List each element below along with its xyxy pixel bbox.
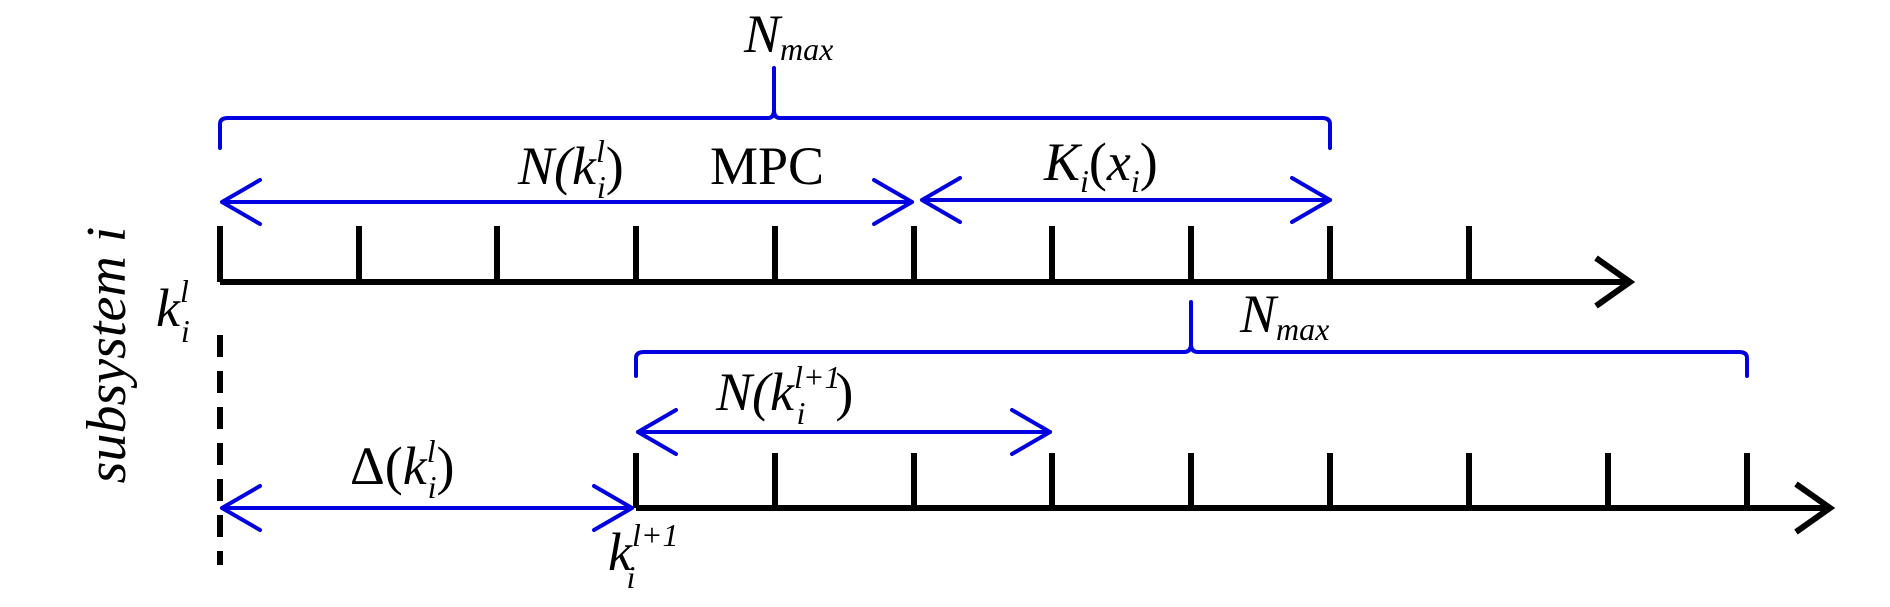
n-k-bottom-arrow: [636, 408, 1052, 456]
bottom-nmax-brace: [634, 300, 1749, 378]
n-k-top-arrow: [220, 178, 914, 226]
top-nmax-brace: [218, 66, 1332, 150]
bottom-axis-ticks: [633, 453, 1750, 508]
top-nmax-label: Nmax: [743, 4, 833, 67]
top-axis: [220, 255, 1636, 309]
top-axis-ticks: [217, 226, 1472, 282]
delta-arrow: [220, 484, 634, 532]
bottom-nmax-label: Nmax: [1239, 284, 1329, 347]
mpc-label: MPC: [710, 136, 824, 196]
k-x-arrow: [920, 176, 1332, 224]
k-x-label: Ki(xi): [1043, 132, 1158, 199]
bottom-axis: [636, 481, 1836, 535]
side-label: subsystem i: [76, 227, 138, 484]
